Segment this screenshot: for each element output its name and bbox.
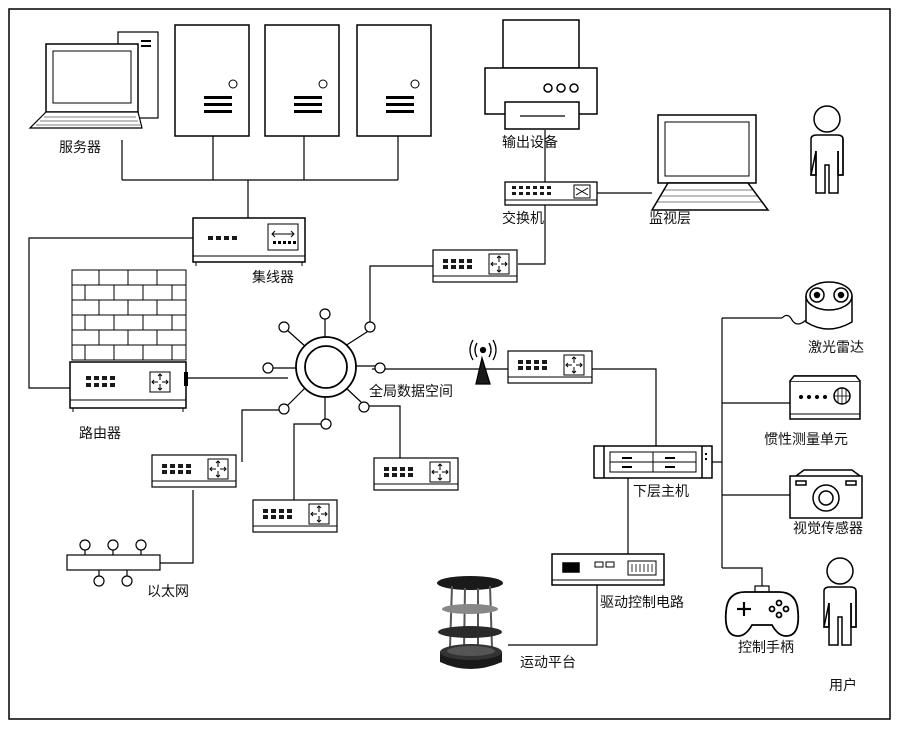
switch-top-icon — [504, 181, 598, 206]
imu-label: 惯性测量单元 — [764, 432, 848, 448]
router-label: 路由器 — [79, 426, 121, 442]
global-space-hub-ring — [262, 308, 386, 430]
output-device-label: 输出设备 — [502, 135, 558, 151]
switch-device-icon-1 — [433, 250, 517, 282]
connection-lines — [28, 130, 790, 646]
wireless-antenna-icon — [469, 339, 497, 385]
global-space-label: 全局数据空间 — [369, 384, 453, 400]
gamepad-label: 控制手柄 — [738, 640, 794, 656]
server-tower-icon-1 — [174, 24, 250, 137]
switch-label: 交换机 — [502, 211, 544, 227]
user-person-icon — [823, 557, 857, 646]
imu-device-icon — [789, 375, 861, 420]
server-tower-icon-3 — [356, 24, 432, 137]
lower-host-label: 下层主机 — [633, 484, 689, 500]
robot-platform-icon — [437, 576, 503, 669]
gamepad-icon — [724, 585, 800, 637]
diagram-frame — [8, 8, 891, 720]
lidar-sensor-icon — [781, 281, 853, 330]
switch-device-icon-2 — [152, 455, 236, 487]
drive-circuit-icon — [551, 553, 665, 586]
hub-label: 集线器 — [252, 270, 294, 286]
hub-device-icon — [192, 217, 306, 266]
router-device-icon — [69, 361, 188, 412]
switch-device-icon-4 — [253, 500, 337, 532]
monitor-layer-label: 监视层 — [649, 211, 691, 227]
brick-firewall-icon — [71, 269, 187, 361]
motion-platform-label: 运动平台 — [520, 655, 576, 671]
monitor-icon — [650, 114, 770, 211]
server-label: 服务器 — [59, 140, 101, 156]
lidar-label: 激光雷达 — [808, 340, 864, 356]
vision-sensor-label: 视觉传感器 — [793, 521, 863, 537]
monitor-user-person-icon — [810, 105, 844, 194]
ethernet-label: 以太网 — [147, 584, 189, 600]
switch-device-icon-5 — [374, 458, 458, 490]
user-label: 用户 — [829, 678, 857, 694]
server-tower-icon-2 — [264, 24, 340, 137]
drive-circuit-label: 驱动控制电路 — [600, 595, 684, 611]
server-desktop-icon — [28, 31, 159, 129]
printer-icon — [484, 19, 598, 130]
camera-icon — [789, 469, 863, 519]
ethernet-bus-icon — [66, 539, 161, 587]
switch-device-icon-3 — [508, 351, 592, 383]
lower-host-icon — [593, 445, 713, 479]
